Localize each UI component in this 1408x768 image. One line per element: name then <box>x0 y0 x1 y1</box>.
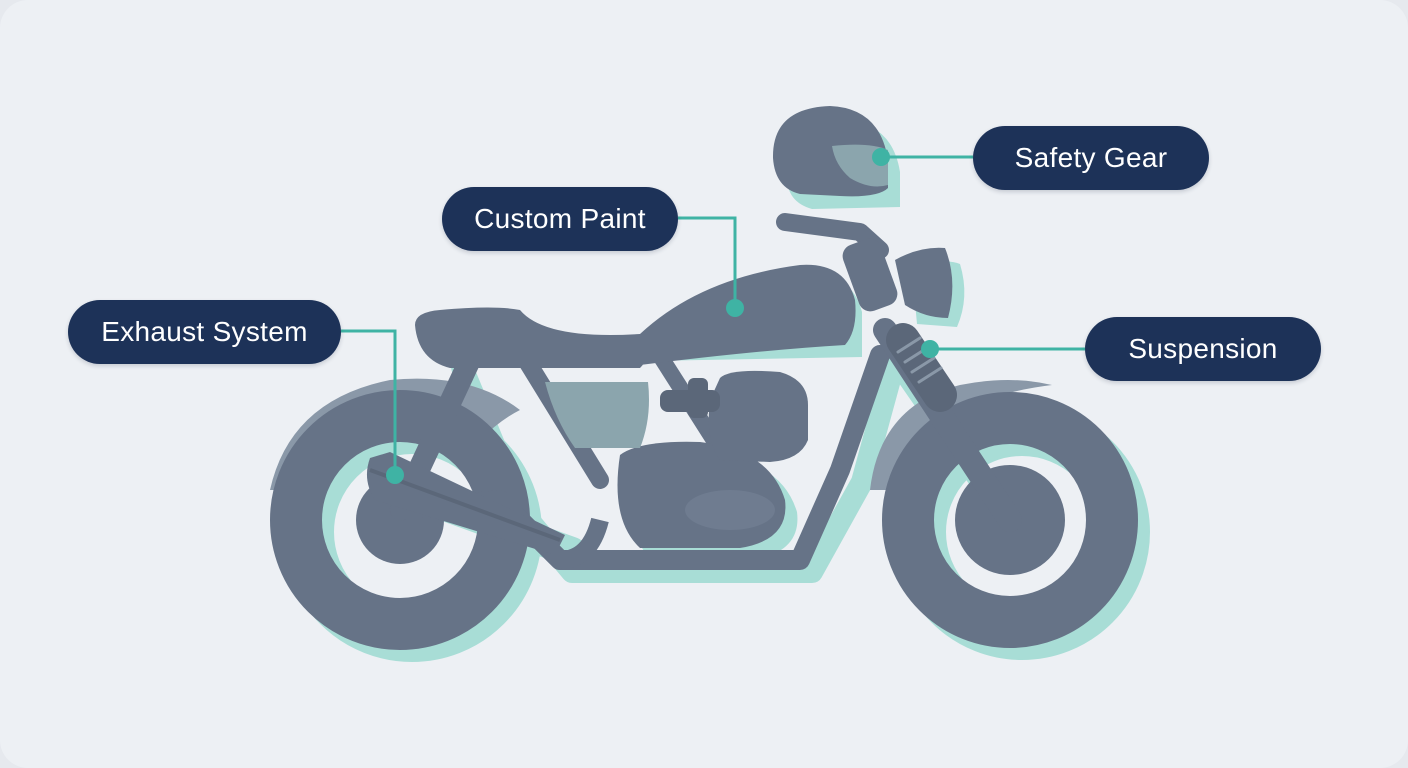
leader-lines <box>341 155 1085 474</box>
anchor-dot-custom-paint <box>726 299 744 317</box>
helmet-icon <box>772 106 888 197</box>
front-fender <box>870 380 1052 490</box>
anchor-dot-suspension <box>921 340 939 358</box>
engine <box>617 370 808 548</box>
seat <box>415 307 645 368</box>
anchor-dot-safety-gear <box>872 148 890 166</box>
callout-custom-paint: Custom Paint <box>442 187 678 251</box>
handlebar <box>776 213 898 312</box>
side-panel <box>545 382 649 448</box>
leader-exhaust-system <box>341 329 397 474</box>
headlight <box>895 247 953 318</box>
fuel-tank <box>640 264 856 365</box>
leader-custom-paint <box>678 216 737 307</box>
callout-suspension: Suspension <box>1085 317 1321 381</box>
callout-exhaust-system: Exhaust System <box>68 300 341 364</box>
anchor-dot-exhaust-system <box>386 466 404 484</box>
exhaust-pipe <box>366 452 609 569</box>
callout-safety-gear: Safety Gear <box>973 126 1209 190</box>
anchor-dots <box>386 148 939 484</box>
